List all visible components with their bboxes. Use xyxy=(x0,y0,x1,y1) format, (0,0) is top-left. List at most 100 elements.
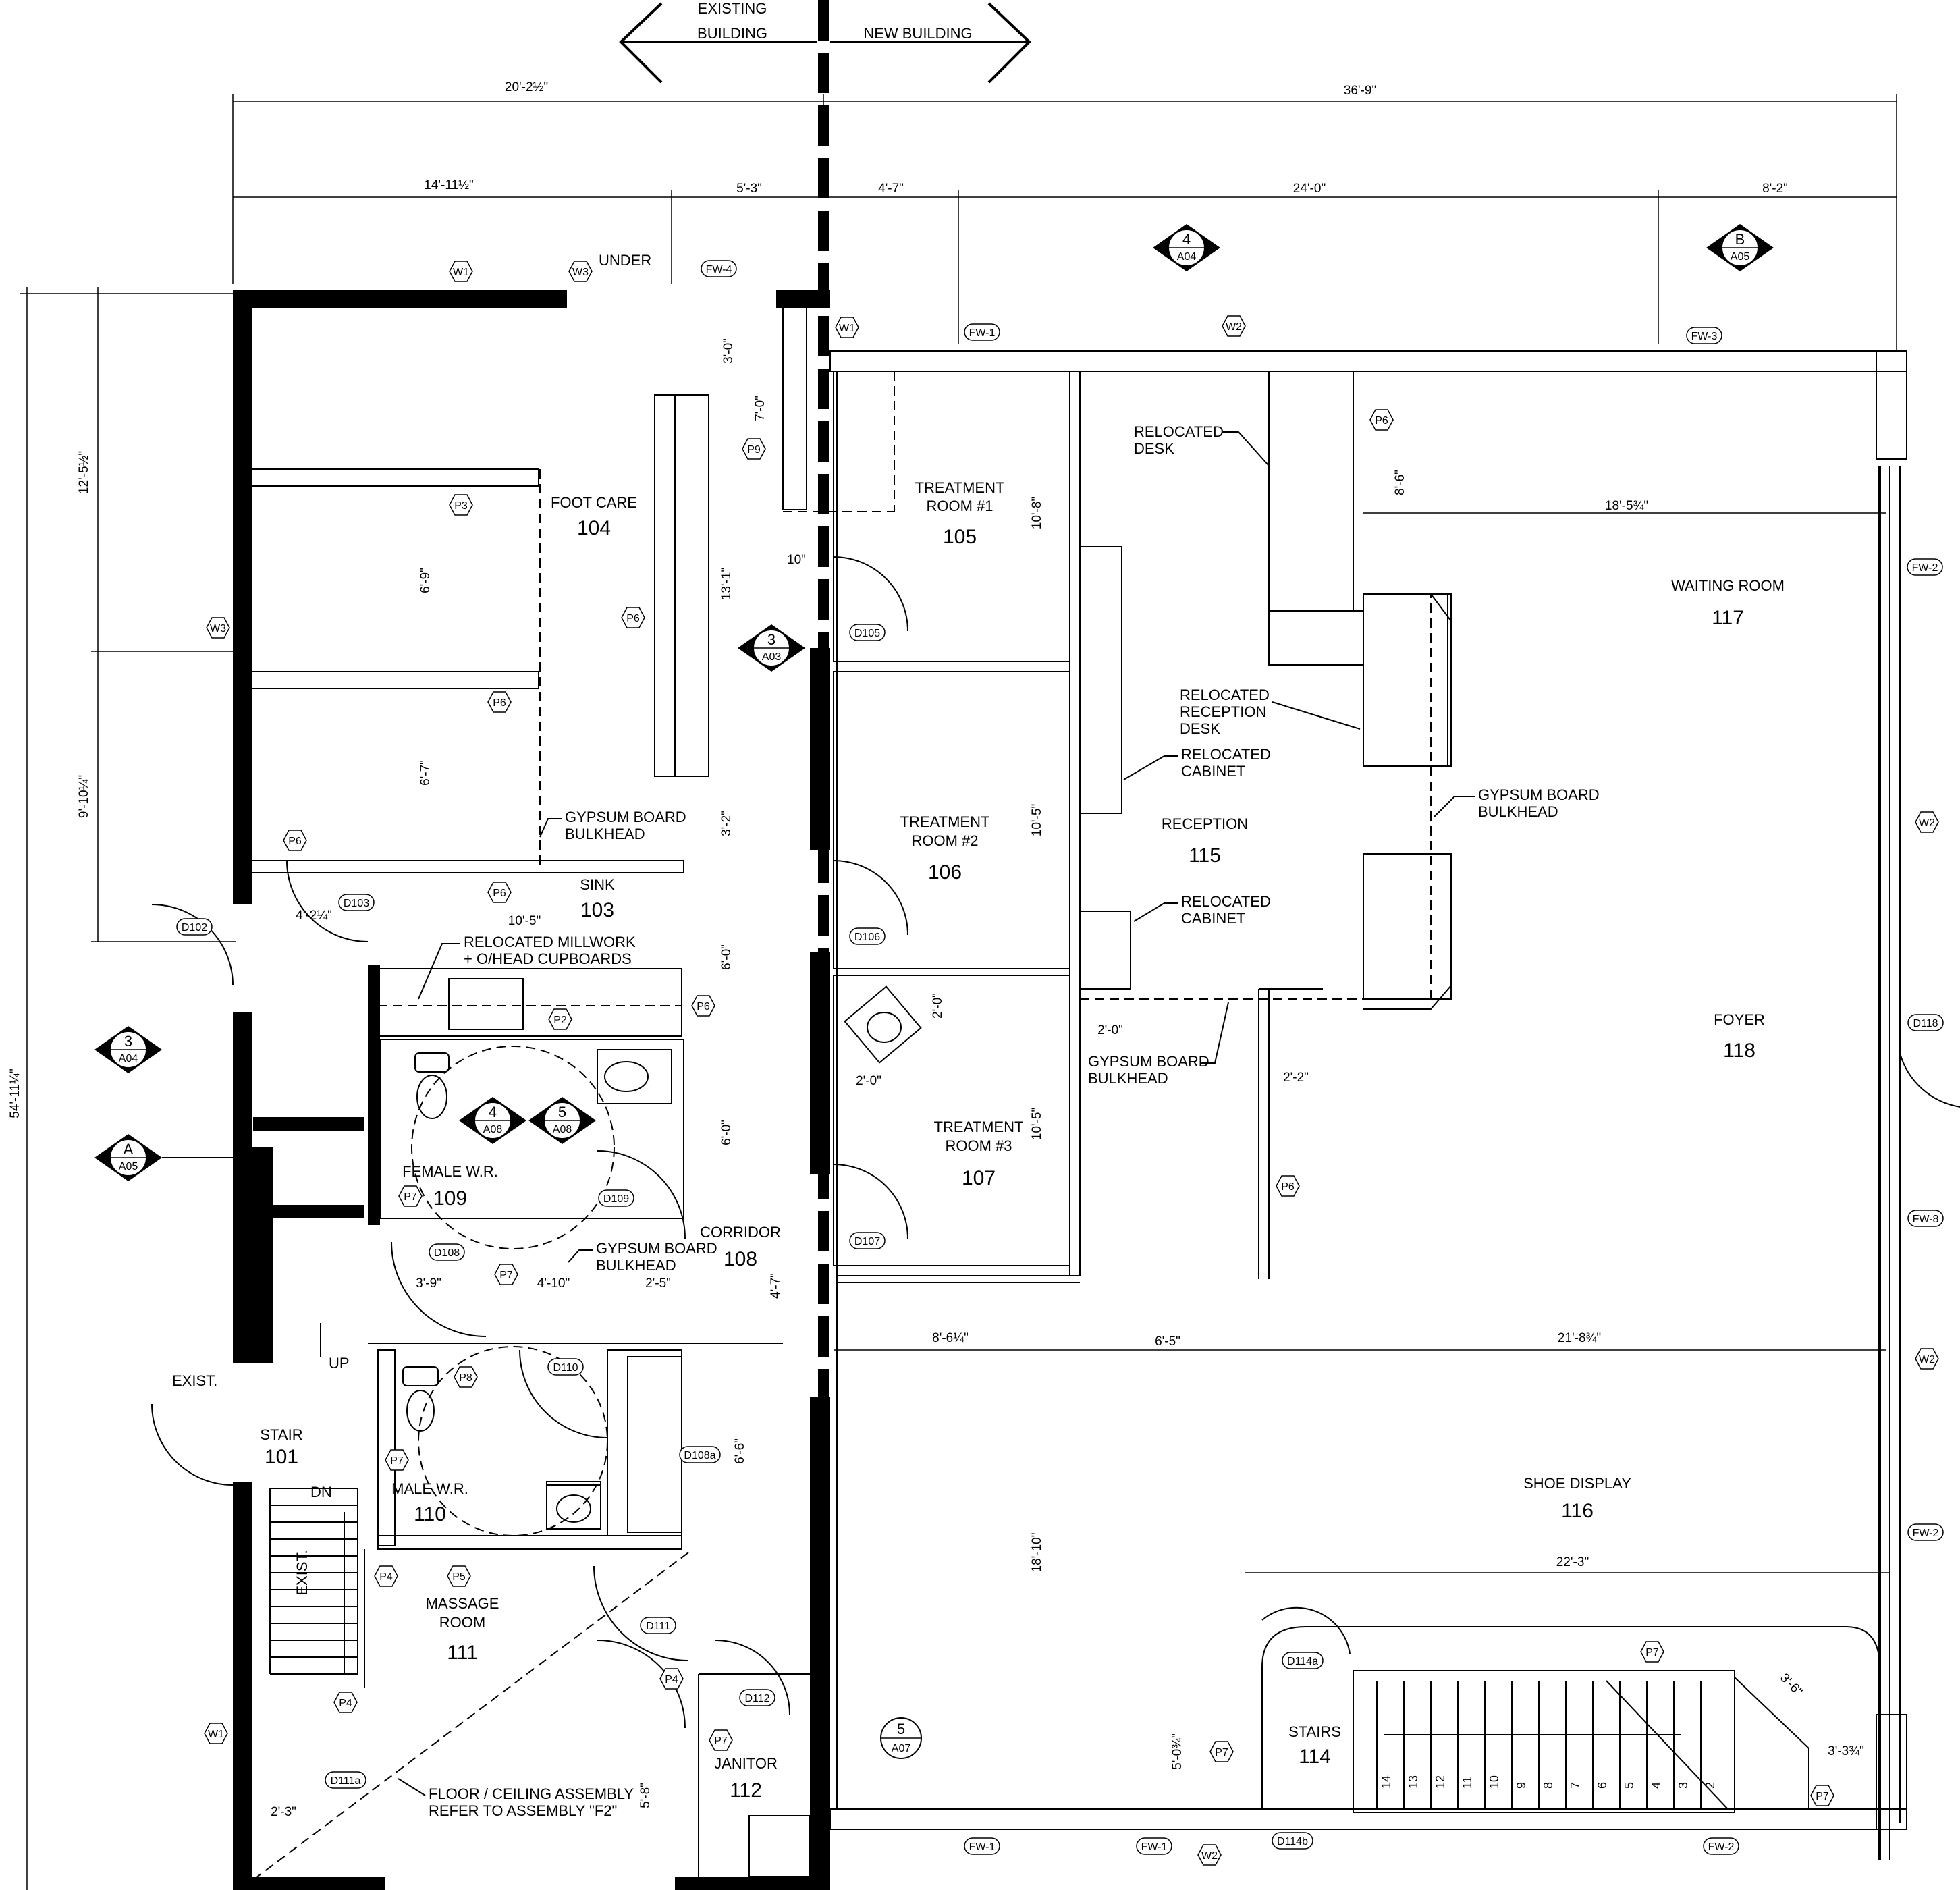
room-male-wr-name: MALE W.R. xyxy=(391,1480,468,1497)
svg-text:FW-4: FW-4 xyxy=(706,264,732,275)
svg-text:D103: D103 xyxy=(344,898,369,909)
room-treatment2-number: 106 xyxy=(928,861,962,884)
oval-tag: D103 xyxy=(338,894,375,911)
oval-tag: D111 xyxy=(640,1617,676,1634)
hex-tag: W3 xyxy=(206,617,230,639)
oval-tag: D110 xyxy=(547,1358,584,1376)
room-reception-name: RECEPTION xyxy=(1162,815,1248,832)
room-massage-number: 111 xyxy=(447,1642,478,1664)
svg-text:W3: W3 xyxy=(572,267,589,278)
room-stairs-name: STAIRS xyxy=(1288,1723,1341,1740)
hex-tag: P7 xyxy=(494,1264,518,1285)
dim-3-9: 3'-9" xyxy=(416,1276,441,1291)
room-foyer-number: 118 xyxy=(1723,1040,1755,1062)
svg-text:P3: P3 xyxy=(454,500,468,512)
dim-13-1: 13'-1" xyxy=(719,568,734,600)
svg-text:4: 4 xyxy=(1182,231,1191,248)
note-floor-ceiling-2: REFER TO ASSEMBLY "F2" xyxy=(429,1802,617,1819)
svg-text:P7: P7 xyxy=(390,1455,404,1467)
hex-tag: P2 xyxy=(548,1008,572,1030)
svg-text:P6: P6 xyxy=(493,697,506,709)
dim-5-8: 5'-8" xyxy=(638,1783,653,1808)
stair-step-5: 5 xyxy=(1623,1782,1636,1789)
svg-text:P6: P6 xyxy=(1281,1181,1295,1193)
section-marker: A A05 xyxy=(94,1134,162,1181)
dim-6-0a: 6'-0" xyxy=(719,944,734,970)
svg-text:D108: D108 xyxy=(434,1247,460,1259)
svg-text:P6: P6 xyxy=(493,888,506,899)
room-shoe-display-name: SHOE DISPLAY xyxy=(1523,1475,1631,1492)
room-foyer-name: FOYER xyxy=(1714,1011,1765,1028)
room-waiting-name: WAITING ROOM xyxy=(1671,577,1785,594)
hex-tag: W1 xyxy=(204,1723,228,1744)
section-marker: 3 A03 xyxy=(738,624,805,672)
svg-text:A: A xyxy=(124,1141,134,1158)
dim-18-5: 18'-5¾" xyxy=(1605,499,1648,513)
oval-tag: D108 xyxy=(429,1243,465,1261)
svg-text:P7: P7 xyxy=(1645,1647,1659,1658)
svg-text:D111: D111 xyxy=(646,1621,670,1632)
section-marker: 4 A08 xyxy=(459,1097,526,1144)
svg-text:FW-8: FW-8 xyxy=(1913,1214,1939,1225)
hex-tag: P9 xyxy=(742,438,766,460)
interior-dimensions: 3'-0" 7'-0" 13'-1" 10" 3'-2" 6'-9" 6'-7"… xyxy=(271,338,1890,1819)
oval-tag: D111a xyxy=(325,1771,366,1789)
svg-text:D105: D105 xyxy=(854,628,880,639)
svg-text:P6: P6 xyxy=(697,1001,710,1013)
svg-text:W1: W1 xyxy=(453,267,469,278)
building-division-header: EXISTING BUILDING NEW BUILDING xyxy=(619,0,1031,84)
hex-tag: P3 xyxy=(449,494,473,516)
dim-54-11: 54'-11¼" xyxy=(8,1069,22,1118)
dim-8-6q: 8'-6¼" xyxy=(932,1331,969,1345)
note-gypsum-corr-2: BULKHEAD xyxy=(596,1257,676,1274)
dim-2-5: 2'-5" xyxy=(645,1276,671,1291)
dim-6-0b: 6'-0" xyxy=(719,1120,734,1145)
dim-9-10: 9'-10¼" xyxy=(77,775,91,818)
room-treatment3-name1: TREATMENT xyxy=(934,1118,1024,1135)
oval-tag: FW-8 xyxy=(1907,1210,1944,1227)
oval-tag: FW-4 xyxy=(701,260,737,277)
note-gypsum-foot-2: BULKHEAD xyxy=(565,826,645,842)
room-sink-number: 103 xyxy=(580,899,614,921)
note-exist-stair: EXIST. xyxy=(294,1550,310,1595)
oval-tag: D109 xyxy=(598,1189,634,1207)
new-building-walls xyxy=(810,350,1907,1883)
dim-10-8: 10'-8" xyxy=(1030,497,1044,529)
new-stair-treads xyxy=(1376,1681,1702,1809)
dim-3-3: 3'-3¾" xyxy=(1828,1744,1864,1758)
oval-tag: D114a xyxy=(1282,1652,1324,1669)
note-relocated-cabinet-1b: CABINET xyxy=(1181,763,1245,780)
room-massage-name2: ROOM xyxy=(439,1614,485,1631)
dim-2-0a: 2'-0" xyxy=(931,993,945,1019)
dim-8-6: 8'-6" xyxy=(1393,470,1407,495)
room-treatment3-name2: ROOM #3 xyxy=(945,1137,1012,1154)
section-marker: 3 A04 xyxy=(94,1026,162,1073)
existing-stair-treads xyxy=(270,1505,358,1658)
svg-text:FW-2: FW-2 xyxy=(1912,562,1938,574)
svg-text:D107: D107 xyxy=(854,1236,880,1247)
dim-10in: 10" xyxy=(787,553,806,567)
svg-text:P4: P4 xyxy=(379,1571,393,1583)
stair-step-14: 14 xyxy=(1380,1775,1393,1789)
svg-text:A08: A08 xyxy=(483,1124,503,1135)
svg-text:FW-1: FW-1 xyxy=(969,327,996,339)
hex-tag: W2 xyxy=(1915,1348,1939,1370)
oval-tag: FW-3 xyxy=(1686,327,1722,344)
room-stair-number: 101 xyxy=(265,1446,298,1468)
dim-2-3: 2'-3" xyxy=(271,1805,296,1819)
oval-tags: FW-4 FW-1 FW-3 FW-2 D105 D103 D102 D106 … xyxy=(176,260,1944,1855)
svg-text:P6: P6 xyxy=(288,836,302,847)
room-stairs-number: 114 xyxy=(1299,1746,1331,1768)
note-exist-door: EXIST. xyxy=(172,1372,217,1389)
hex-tag: P7 xyxy=(1209,1741,1234,1762)
door-swings xyxy=(151,556,1960,1729)
note-gypsum-corr-1: GYPSUM BOARD xyxy=(596,1240,717,1257)
oval-tag: D112 xyxy=(739,1689,775,1706)
svg-text:P7: P7 xyxy=(1816,1791,1829,1802)
stair-step-numbers: 14 13 12 11 10 9 8 7 6 5 4 3 2 xyxy=(1380,1775,1717,1789)
svg-text:W1: W1 xyxy=(208,1729,224,1740)
note-gypsum-recep-1: GYPSUM BOARD xyxy=(1088,1053,1209,1070)
room-janitor-number: 112 xyxy=(730,1779,762,1802)
oval-tag: FW-2 xyxy=(1907,1523,1944,1541)
